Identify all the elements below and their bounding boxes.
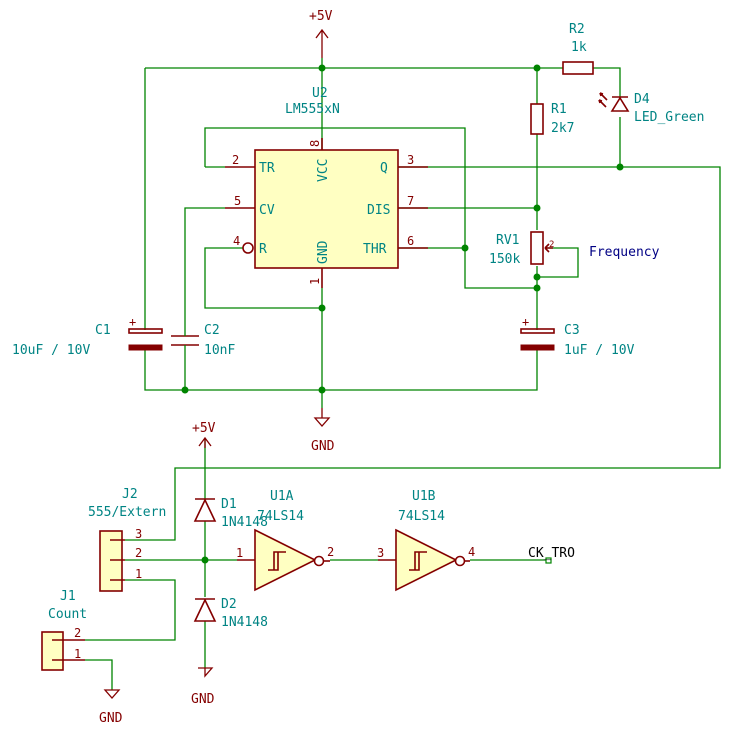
- vcc-top-label: +5V: [309, 9, 333, 24]
- u1b-hysteresis-icon: [409, 551, 427, 571]
- c2-value: 10nF: [204, 343, 235, 358]
- u1a-value: 74LS14: [257, 509, 304, 524]
- net-label-text: CK_TRO: [528, 546, 575, 561]
- r2-value: 1k: [571, 40, 587, 55]
- diode-d2: D2 1N4148: [193, 597, 268, 630]
- schmitt-inverter-u1b: 3 4 U1B 74LS14: [377, 489, 475, 592]
- gnd-top-label: GND: [311, 439, 335, 454]
- connector-j1: J1 Count 2 1: [41, 589, 87, 671]
- c3-value: 1uF / 10V: [564, 343, 635, 358]
- c1-plus: +: [129, 315, 136, 329]
- net-label-ck-tro: CK_TRO: [528, 546, 575, 564]
- pin-vcc-number: 8: [308, 140, 322, 147]
- j2-pin-3: 3: [135, 527, 142, 541]
- wires: [85, 58, 721, 690]
- resistor-r1: R1 2k7: [530, 102, 574, 136]
- c1-value: 10uF / 10V: [12, 343, 90, 358]
- r1-value: 2k7: [551, 121, 574, 136]
- pin-tr-name: TR: [259, 161, 275, 176]
- u1a-ref: U1A: [270, 489, 294, 504]
- c2-ref: C2: [204, 323, 220, 338]
- vcc-bottom-label: +5V: [192, 421, 216, 436]
- d1-value: 1N4148: [221, 515, 268, 530]
- pin-cv-name: CV: [259, 203, 275, 218]
- u1a-pin-in: 1: [236, 546, 243, 560]
- junctions: [181, 64, 624, 564]
- diode-d1: D1 1N4148: [193, 497, 268, 530]
- pin-q-name: Q: [380, 161, 388, 176]
- j1-pin-2: 2: [74, 626, 81, 640]
- u1b-value: 74LS14: [398, 509, 445, 524]
- c1-ref: C1: [95, 323, 111, 338]
- gnd-j1-symbol: GND: [99, 689, 123, 726]
- capacitor-c2: C2 10nF: [171, 323, 235, 358]
- rv1-ref: RV1: [496, 233, 519, 248]
- u1a-pin-out: 2: [327, 545, 334, 559]
- pin-r-number: 4: [233, 234, 240, 248]
- j2-value: 555/Extern: [88, 505, 166, 520]
- pin-gnd-number: 1: [308, 278, 322, 285]
- capacitor-c1: + C1 10uF / 10V: [12, 315, 163, 358]
- gnd-top-symbol: GND: [311, 408, 335, 454]
- j1-ref: J1: [60, 589, 76, 604]
- frequency-label: Frequency: [589, 245, 660, 260]
- j2-pin-2: 2: [135, 546, 142, 560]
- pin-dis-number: 7: [407, 194, 414, 208]
- vcc-bottom-symbol: +5V: [192, 421, 216, 448]
- u1b-pin-in: 3: [377, 546, 384, 560]
- pin-dis-name: DIS: [367, 203, 390, 218]
- d4-value: LED_Green: [634, 110, 704, 125]
- pin-tr-number: 2: [232, 153, 239, 167]
- r1-ref: R1: [551, 102, 567, 117]
- d2-value: 1N4148: [221, 615, 268, 630]
- gnd-diode-label: GND: [191, 692, 215, 707]
- j2-pin-1: 1: [135, 567, 142, 581]
- pin-gnd-name: GND: [316, 240, 331, 264]
- d2-ref: D2: [221, 597, 237, 612]
- vcc-top-symbol: +5V: [309, 9, 333, 58]
- j1-body: [41, 631, 64, 671]
- reset-inversion-bubble: [242, 242, 254, 254]
- d4-ref: D4: [634, 92, 650, 107]
- u2-body: [254, 149, 399, 269]
- j1-value: Count: [48, 607, 87, 622]
- pin-vcc-name: VCC: [316, 159, 331, 182]
- gnd-j1-label: GND: [99, 711, 123, 726]
- capacitor-c3: + C3 1uF / 10V: [520, 315, 635, 358]
- u2-timer-ic: U2 LM555xN 2 TR 5 CV 4 R 3 Q 7 DIS 6 THR…: [225, 86, 428, 288]
- pin-q-number: 3: [407, 153, 414, 167]
- pin-cv-number: 5: [234, 194, 241, 208]
- pin-r-name: R: [259, 242, 267, 257]
- resistor-r2: R2 1k: [562, 22, 594, 75]
- gnd-diode-symbol: GND: [191, 667, 215, 707]
- potentiometer-rv1: 2 RV1 150k Frequency: [489, 231, 660, 267]
- u1a-hysteresis-icon: [268, 551, 286, 571]
- connector-j2: J2 555/Extern 3 2 1: [88, 487, 166, 592]
- u2-ref: U2: [312, 86, 328, 101]
- u1b-pin-out: 4: [468, 545, 475, 559]
- u1b-ref: U1B: [412, 489, 436, 504]
- led-d4: D4 LED_Green: [598, 92, 704, 125]
- u2-value: LM555xN: [285, 102, 340, 117]
- c3-ref: C3: [564, 323, 580, 338]
- c3-plus: +: [522, 315, 529, 329]
- schmitt-inverter-u1a: 1 2 U1A 74LS14: [236, 489, 334, 592]
- j2-body: [99, 530, 123, 592]
- j1-pin-1: 1: [74, 647, 81, 661]
- rv1-wiper-pin: 2: [549, 240, 554, 250]
- r2-ref: R2: [569, 22, 585, 37]
- pin-thr-number: 6: [407, 234, 414, 248]
- j2-ref: J2: [122, 487, 138, 502]
- rv1-value: 150k: [489, 252, 520, 267]
- pin-thr-name: THR: [363, 242, 387, 257]
- d1-ref: D1: [221, 497, 237, 512]
